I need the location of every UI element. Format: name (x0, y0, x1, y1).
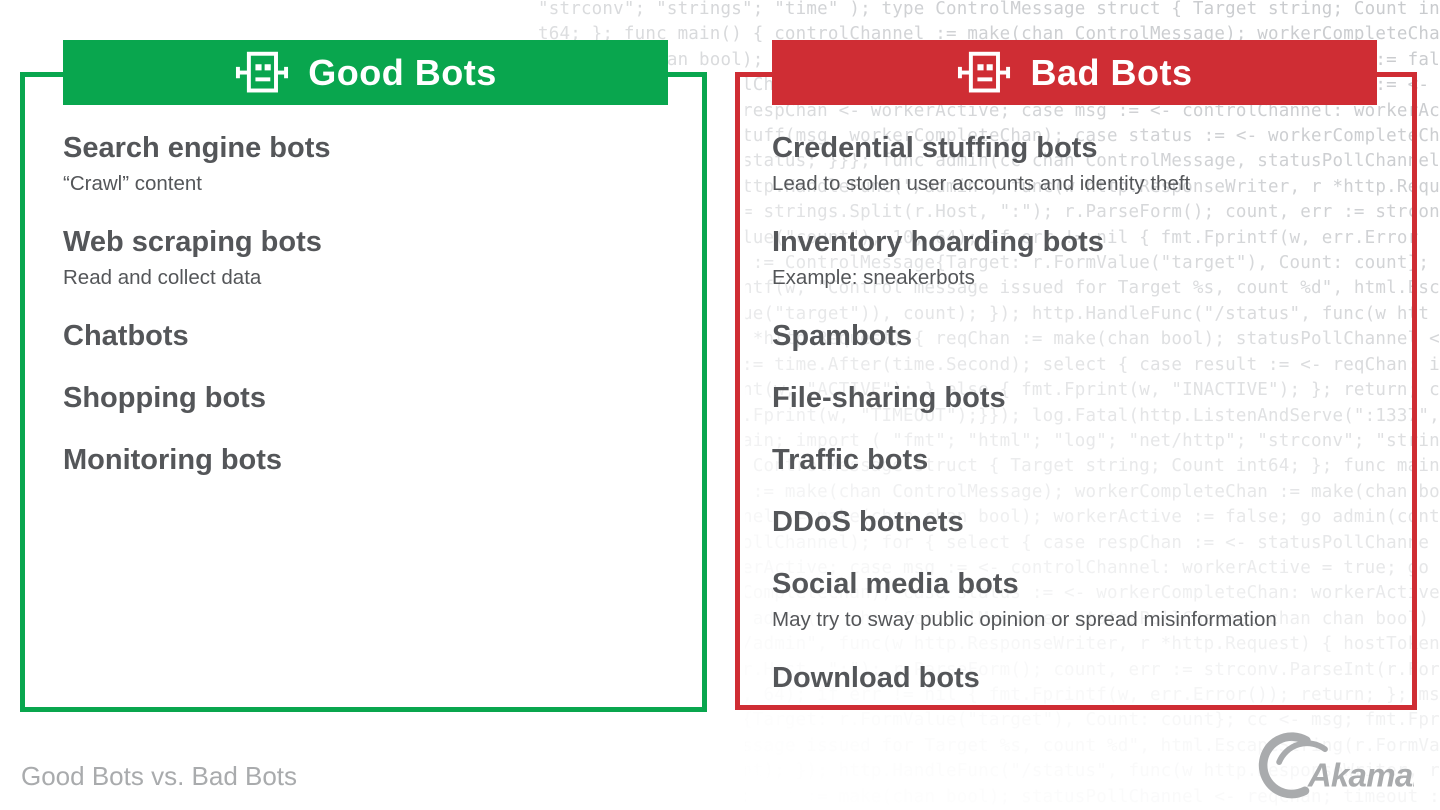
bot-type-description: Lead to stolen user accounts and identit… (772, 172, 1191, 195)
list-item: Search engine bots “Crawl” content (63, 132, 672, 196)
bot-type-label: Monitoring bots (63, 444, 283, 476)
akamai-logo: Akamai (1249, 726, 1414, 804)
list-item: Spambots (772, 320, 1388, 352)
bot-type-label: Search engine bots (63, 132, 331, 164)
list-item: Download bots (772, 662, 1388, 694)
bot-type-label: File-sharing bots (772, 382, 1006, 414)
bot-type-label: Inventory hoarding bots (772, 226, 1104, 258)
robot-icon (234, 49, 290, 97)
footer-caption: Good Bots vs. Bad Bots (21, 761, 298, 791)
bot-type-description: “Crawl” content (63, 172, 202, 195)
list-item: DDoS botnets (772, 506, 1388, 538)
bot-type-label: Shopping bots (63, 382, 266, 414)
bot-type-label: Chatbots (63, 320, 189, 352)
bot-type-description: May try to sway public opinion or spread… (772, 608, 1277, 631)
bot-type-label: Web scraping bots (63, 226, 322, 258)
robot-icon (956, 49, 1012, 97)
bad-bots-header: Bad Bots (772, 40, 1377, 105)
good-bots-panel: Good Bots Search engine bots “Crawl” cont… (20, 40, 707, 712)
list-item: Shopping bots (63, 382, 672, 414)
list-item: File-sharing bots (772, 382, 1388, 414)
bot-type-label: Credential stuffing bots (772, 132, 1098, 164)
list-item: Monitoring bots (63, 444, 672, 476)
bot-type-description: Read and collect data (63, 266, 262, 289)
good-bots-header: Good Bots (63, 40, 668, 105)
bot-type-label: Social media bots (772, 568, 1019, 600)
akamai-swoosh-icon (1258, 732, 1328, 799)
bad-bots-title: Bad Bots (1030, 51, 1193, 93)
bot-type-label: Download bots (772, 662, 980, 694)
bot-type-label: DDoS botnets (772, 506, 964, 538)
list-item: Chatbots (63, 320, 672, 352)
list-item: Traffic bots (772, 444, 1388, 476)
bot-type-label: Traffic bots (772, 444, 929, 476)
good-bots-title: Good Bots (308, 51, 497, 93)
bot-type-description: Example: sneakerbots (772, 266, 975, 289)
bot-type-label: Spambots (772, 320, 913, 352)
akamai-logo-text: Akamai (1307, 757, 1414, 794)
